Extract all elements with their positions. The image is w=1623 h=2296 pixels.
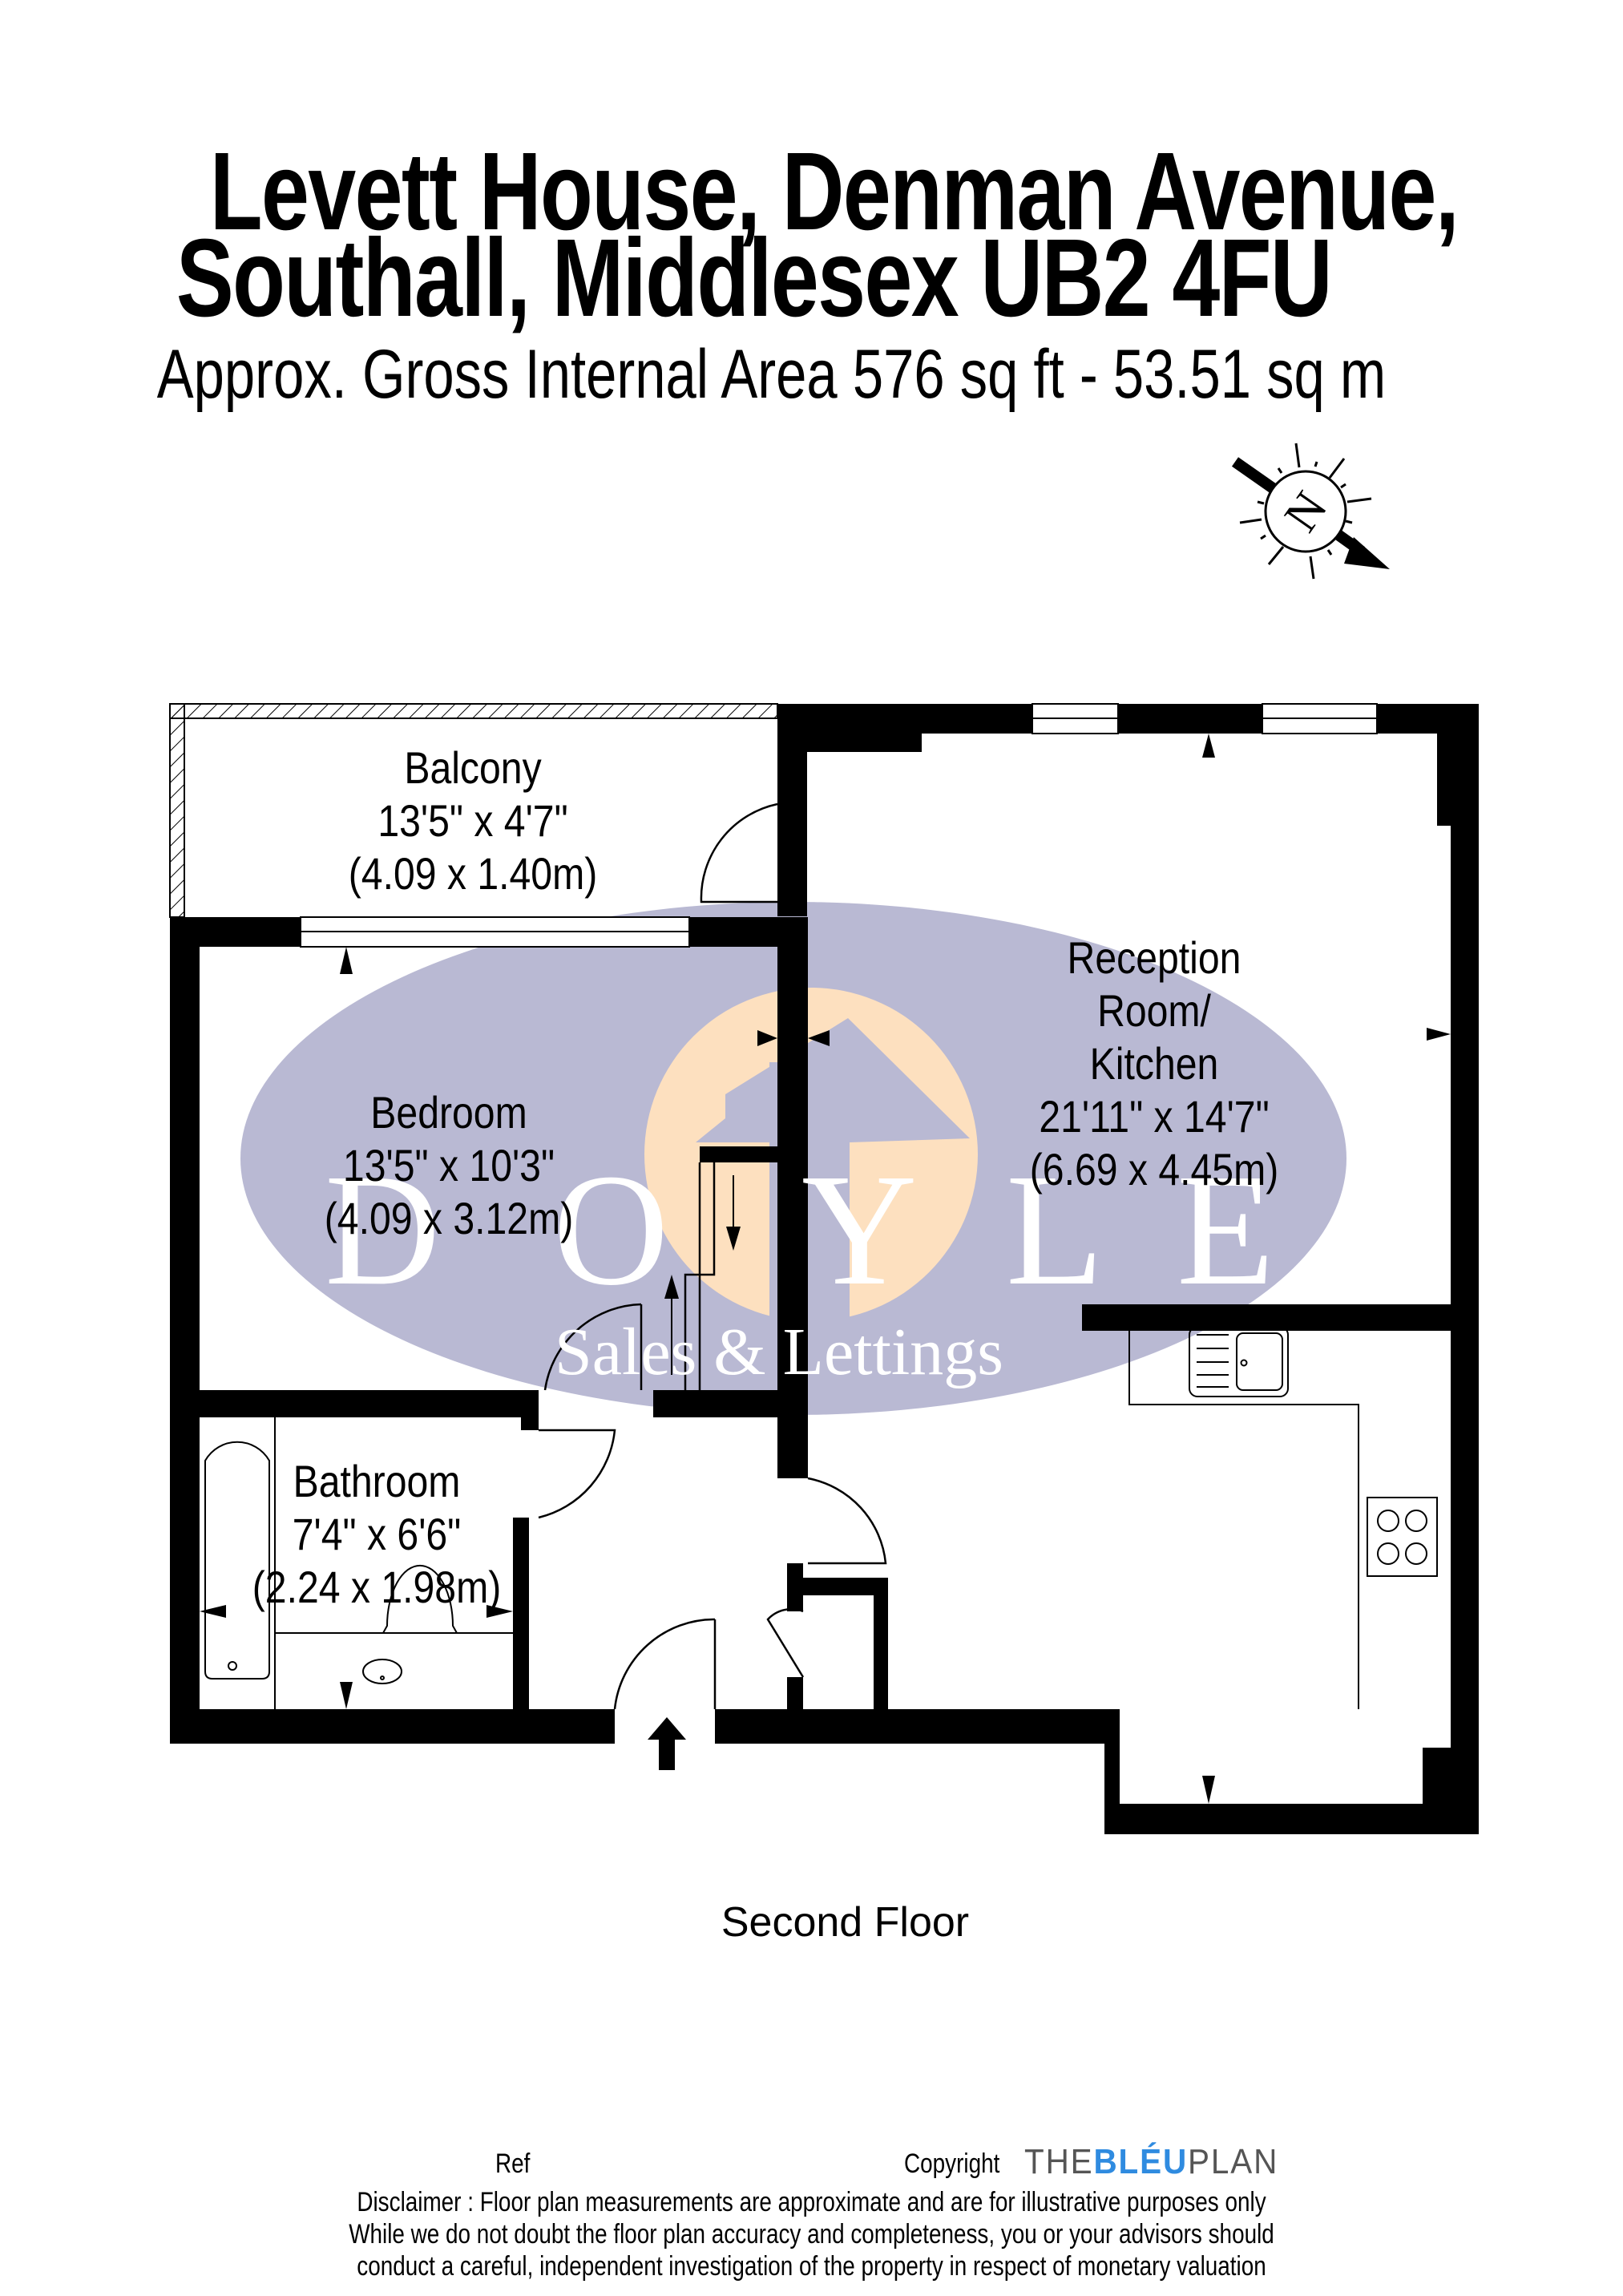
logo-plan: PLAN [1188,2142,1279,2181]
copyright-label: Copyright [904,2148,1000,2179]
disclaimer-line3: conduct a careful, independent investiga… [357,2251,1266,2282]
watermark-letter-y: Y [801,1142,918,1319]
watermark-letter-o: O [553,1142,669,1319]
room-name: Bathroom [293,1456,461,1506]
room-name: Bedroom [370,1087,527,1138]
watermark-letter-d: D [325,1142,441,1319]
property-title-line2: Southall, Middlesex UB2 4FU [176,216,1333,340]
logo-the: THE [1024,2142,1094,2181]
watermark-letter-e: E [1177,1142,1275,1319]
disclaimer-line1: Disclaimer : Floor plan measurements are… [357,2187,1266,2217]
room-bedroom: Bedroom 13'5" x 10'3" (4.09 x 3.12m) [311,1086,587,1245]
room-imperial: 21'11" x 14'7" [1039,1091,1270,1142]
room-name: Balcony [404,742,542,793]
room-metric: (2.24 x 1.98m) [252,1562,502,1612]
watermark-tagline: Sales & Lettings [555,1315,1003,1389]
watermark-letter-l: L [1006,1142,1104,1319]
floor-label: Second Floor [721,1899,970,1946]
room-name-line1: Reception [1067,932,1241,983]
disclaimer-line2: While we do not doubt the floor plan acc… [349,2219,1274,2250]
room-imperial: 7'4" x 6'6" [292,1509,462,1559]
room-balcony: Balcony 13'5" x 4'7" (4.09 x 1.40m) [335,742,611,900]
room-metric: (6.69 x 4.45m) [1029,1144,1279,1194]
thebleuplan-logo: THEBLÉUPLAN [1024,2142,1278,2182]
property-title-line1: Levett House, Denman Avenue, [209,130,1459,253]
ref-label: Ref [495,2148,531,2179]
room-name-line3: Kitchen [1089,1038,1219,1089]
room-metric: (4.09 x 1.40m) [348,848,598,899]
room-imperial: 13'5" x 4'7" [377,795,568,846]
room-imperial: 13'5" x 10'3" [342,1140,555,1190]
gross-internal-area: Approx. Gross Internal Area 576 sq ft - … [156,336,1387,413]
logo-bleu: BLÉU [1093,2142,1189,2181]
room-bathroom: Bathroom 7'4" x 6'6" (2.24 x 1.98m) [239,1455,515,1614]
room-name-line2: Room/ [1097,985,1211,1036]
room-metric: (4.09 x 3.12m) [324,1193,574,1243]
room-reception-kitchen: Reception Room/ Kitchen 21'11" x 14'7" (… [1016,932,1292,1196]
